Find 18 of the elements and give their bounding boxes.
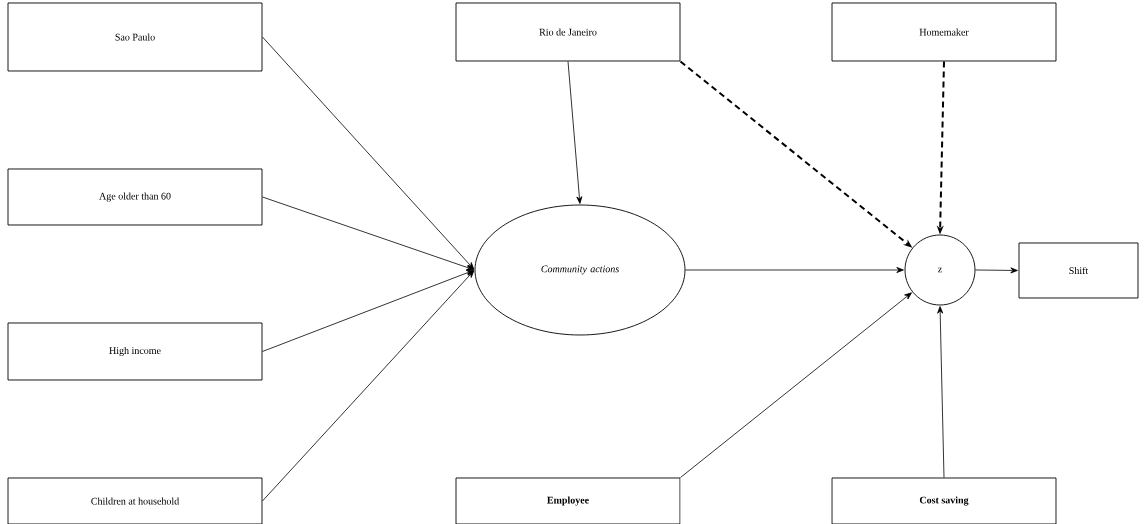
arrow (262, 269, 474, 352)
factor-box: Sao Paulo (7, 2, 263, 72)
factor-box: Cost saving (831, 477, 1057, 524)
factor-box: Rio de Janeiro (455, 2, 681, 62)
arrow (262, 196, 474, 271)
arrow (937, 306, 945, 478)
arrow (680, 292, 912, 478)
factor-box: Employee (455, 477, 681, 524)
arrow (262, 270, 475, 502)
arrow (975, 267, 1018, 274)
outcome-box: Shift (1018, 242, 1139, 299)
arrow (262, 36, 475, 270)
arrow (567, 61, 583, 204)
factor-box: Homemaker (831, 2, 1057, 62)
factor-box: High income (7, 322, 263, 381)
arrow (685, 267, 904, 273)
factor-box: Age older than 60 (7, 168, 263, 226)
factor-box: Children at household (7, 477, 263, 524)
